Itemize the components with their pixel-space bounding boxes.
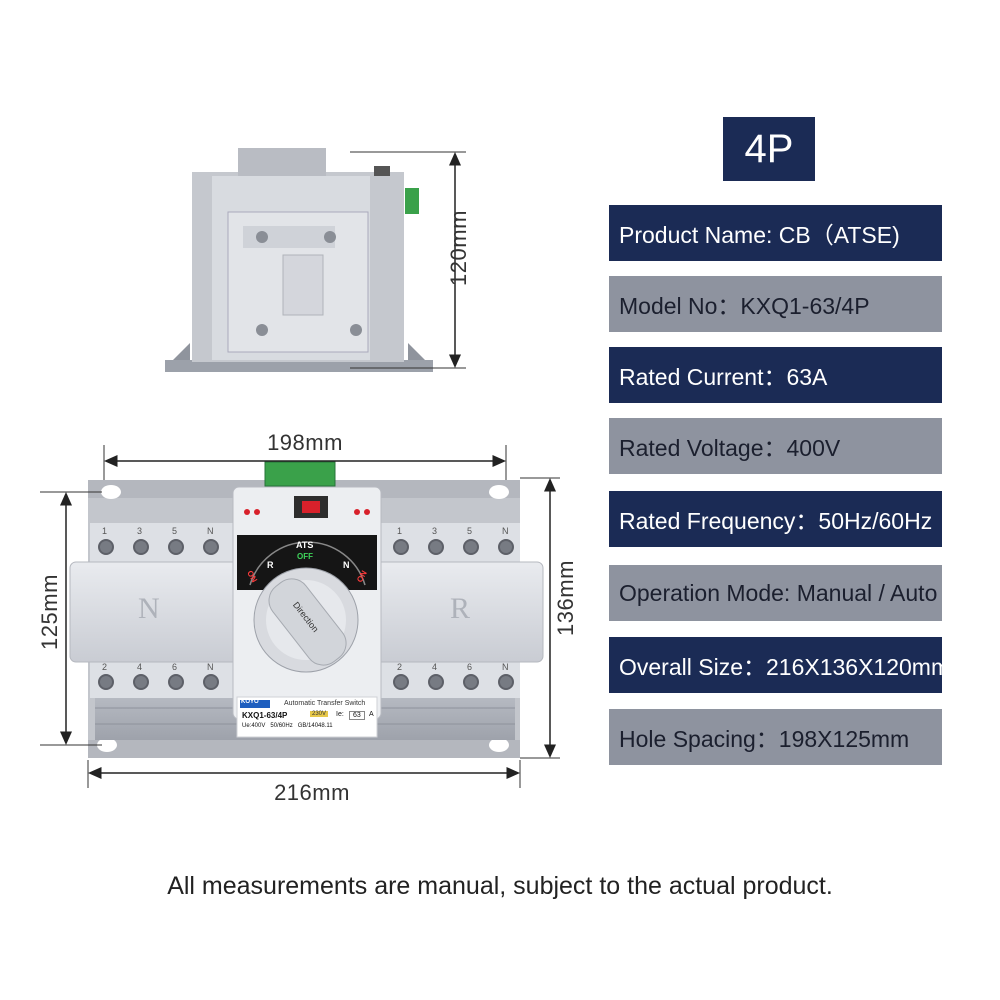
side-label-n: N <box>138 592 160 625</box>
terminal-label-bottom: 2 <box>397 662 403 672</box>
terminal-screw <box>463 539 479 555</box>
spec-row: Operation Mode: Manual / Auto <box>609 565 942 621</box>
terminal-screw <box>428 539 444 555</box>
terminal-screw <box>168 539 184 555</box>
dial-title: ATS <box>296 540 314 550</box>
panel-ie-label: Ie: <box>336 711 344 718</box>
panel-spec-line: Ue:400V 50/60Hz GB/14048.11 <box>242 723 333 729</box>
terminal-label-top: 5 <box>172 526 178 536</box>
terminal-screw <box>98 539 114 555</box>
spec-row: Hole Spacing：198X125mm <box>609 709 942 765</box>
panel-ie-value: 63 <box>349 711 365 720</box>
terminal-screw <box>463 674 479 690</box>
spec-row: Product Name: CB（ATSE) <box>609 205 942 261</box>
terminal-label-top: 5 <box>467 526 473 536</box>
side-label-r: R <box>450 592 471 625</box>
dim-overall-width: 216mm <box>274 780 350 805</box>
terminal-label-top: 1 <box>102 526 108 536</box>
dim-side-height: 120mm <box>446 210 471 286</box>
terminal-screw <box>428 674 444 690</box>
terminal-label-top: 3 <box>137 526 143 536</box>
dial-n-label: N <box>343 560 350 570</box>
panel-model: KXQ1-63/4P <box>242 711 288 720</box>
terminal-label-bottom: 4 <box>432 662 438 672</box>
terminal-label-top: 1 <box>397 526 403 536</box>
terminal-screw <box>498 539 514 555</box>
terminal-label-bottom: 6 <box>172 662 178 672</box>
dim-hole-width: 198mm <box>267 430 343 455</box>
terminal-label-top: N <box>207 526 214 536</box>
terminal-label-bottom: 6 <box>467 662 473 672</box>
brand-logo: KOYO <box>241 699 259 705</box>
panel-ie-unit: A <box>369 711 374 718</box>
terminal-screw <box>498 674 514 690</box>
terminal-label-bottom: 2 <box>102 662 108 672</box>
panel-title: Automatic Transfer Switch <box>284 700 366 707</box>
front-view <box>40 445 560 788</box>
terminal-screw <box>133 674 149 690</box>
terminal-screw <box>98 674 114 690</box>
dim-overall-height: 136mm <box>553 560 578 636</box>
spec-row: Rated Frequency：50Hz/60Hz <box>609 491 942 547</box>
pole-badge: 4P <box>723 117 815 181</box>
terminal-label-bottom: N <box>502 662 509 672</box>
spec-row: Rated Current：63A <box>609 347 942 403</box>
terminal-label-bottom: 4 <box>137 662 143 672</box>
terminal-screw <box>203 539 219 555</box>
terminal-label-top: 3 <box>432 526 438 536</box>
dim-hole-height: 125mm <box>37 574 62 650</box>
dial-r-label: R <box>267 560 274 570</box>
side-view <box>165 148 466 372</box>
footer-note: All measurements are manual, subject to … <box>167 872 833 900</box>
terminal-screw <box>133 539 149 555</box>
spec-row: Overall Size：216X136X120mm <box>609 637 942 693</box>
dial-off-label: OFF <box>297 552 313 561</box>
spec-row: Model No：KXQ1-63/4P <box>609 276 942 332</box>
terminal-label-top: N <box>502 526 509 536</box>
spec-row: Rated Voltage：400V <box>609 418 942 474</box>
terminal-screw <box>393 539 409 555</box>
terminal-screw <box>203 674 219 690</box>
terminal-screw <box>168 674 184 690</box>
terminal-label-bottom: N <box>207 662 214 672</box>
terminal-screw <box>393 674 409 690</box>
voltage-tag: 230V <box>310 711 329 717</box>
